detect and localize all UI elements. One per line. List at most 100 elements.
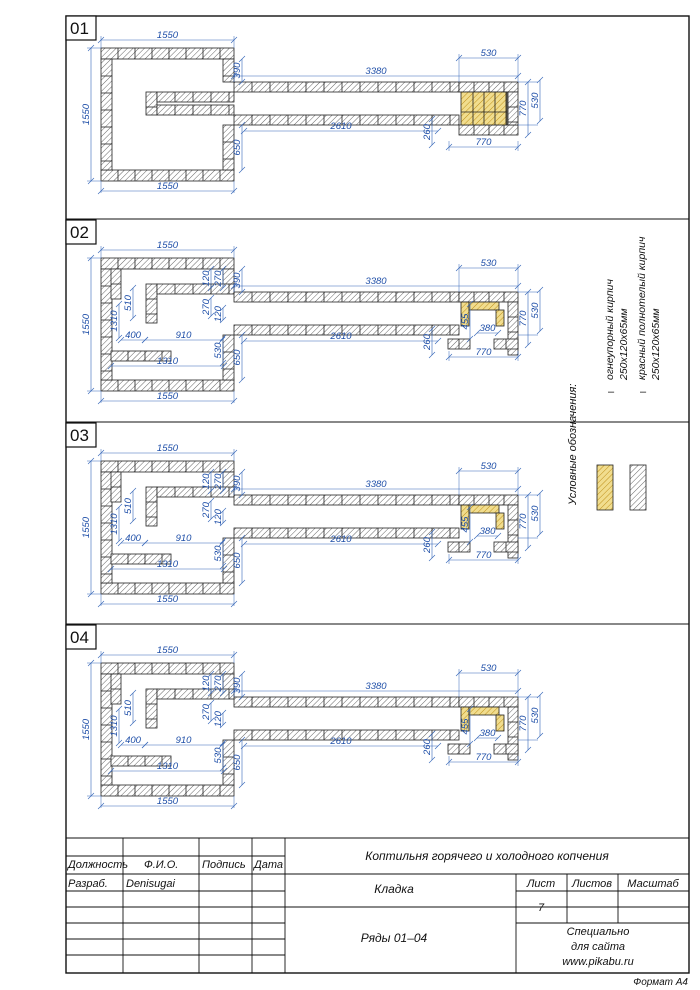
dimension-label: 120 [201, 473, 212, 490]
dimension-label: 120 [213, 508, 224, 525]
format-label: Формат А4 [633, 977, 688, 988]
dimension-tick [428, 141, 436, 149]
dimension-tick [473, 734, 481, 742]
drawing-frame [65, 15, 690, 974]
dimension-tick [230, 600, 238, 608]
dimension-label: 650 [232, 349, 243, 366]
dimension-label: 120 [201, 270, 212, 287]
dimension-tick [514, 556, 522, 564]
brick-wall [222, 58, 235, 83]
dimension-tick [97, 36, 105, 44]
dimension-tick [207, 468, 215, 476]
dimension-tick [434, 540, 442, 548]
dimension-label: 650 [232, 139, 243, 156]
dimension-tick [524, 491, 532, 499]
dimension-tick [445, 143, 453, 151]
dimension-tick [87, 590, 95, 598]
brick-wall [507, 301, 519, 356]
list-label: Лист [526, 878, 555, 890]
dimension-tick [141, 539, 149, 547]
dimension-label: 530 [530, 505, 541, 522]
brick-wall [458, 124, 519, 136]
dimension-tick [230, 687, 238, 695]
scale-label: Масштаб [627, 878, 679, 890]
dimension-tick [434, 742, 442, 750]
dimension-tick [115, 300, 123, 308]
dimension-label: 270 [201, 501, 212, 519]
dimension-tick [455, 54, 463, 62]
dimension-label: 510 [123, 497, 134, 514]
dimension-label: 770 [476, 347, 493, 358]
row-label-03: 03 [65, 422, 97, 448]
legend-red-name: красный полнотелый кирпич [636, 236, 648, 380]
brick-wall [100, 257, 235, 270]
dimension-tick [473, 532, 481, 540]
dimension-tick [230, 449, 238, 457]
dimension-tick [238, 78, 246, 86]
brick-wall [110, 755, 172, 767]
dimension-label: 380 [480, 728, 497, 739]
dimension-tick [141, 336, 149, 344]
dimension-tick [238, 288, 246, 296]
dimension-tick [219, 507, 227, 515]
dimension-tick [428, 351, 436, 359]
dimension-tick [514, 264, 522, 272]
dimension-label: 530 [481, 48, 498, 59]
dimension-tick [494, 329, 502, 337]
brick-wall [100, 169, 235, 182]
dimension-label: 455 [460, 313, 471, 330]
sheet-title: Кладка [374, 882, 414, 896]
dimension-tick [115, 739, 123, 747]
dimension-tick [87, 659, 95, 667]
legend-red-brick-swatch [629, 464, 647, 511]
row-number: 03 [70, 426, 89, 445]
dimension-tick [536, 732, 544, 740]
dimension-tick [107, 565, 115, 573]
dimension-tick [219, 316, 227, 324]
dimension-label: 1310 [157, 356, 179, 367]
dimension-tick [238, 781, 246, 789]
dimension-tick [445, 758, 453, 766]
dimension-tick [230, 282, 238, 290]
dimension-label: 455 [460, 718, 471, 735]
dimension-tick [536, 117, 544, 125]
dimension-label: 910 [176, 330, 193, 341]
dimension-label: 530 [530, 92, 541, 109]
legend-fire-name: огнеупорный кирпич [604, 278, 616, 380]
fireclay-lining [460, 706, 470, 732]
row-plan-02: 1550155015503380261053077077053039065026… [81, 240, 544, 405]
dimension-tick [230, 36, 238, 44]
brick-wall [458, 696, 519, 708]
dimension-label: 3380 [365, 681, 387, 692]
project-title: Коптильня горячего и холодного копчения [365, 849, 609, 863]
dimension-tick [428, 756, 436, 764]
dimension-tick [207, 717, 215, 725]
dimension-tick [494, 532, 502, 540]
dimension-label: 270 [201, 298, 212, 316]
dimension-tick [107, 362, 115, 370]
dimension-tick [219, 519, 227, 527]
dimension-tick [219, 359, 227, 367]
dimension-tick [238, 121, 246, 129]
brick-wall [156, 91, 235, 103]
brick-wall [100, 379, 235, 392]
dimension-label: 2610 [329, 121, 352, 132]
brick-wall [233, 494, 460, 506]
legend-red-size: 250х120х65мм [650, 308, 662, 381]
dimension-label: 530 [213, 545, 224, 562]
dimension-label: 530 [481, 461, 498, 472]
dimension-label: 2610 [329, 331, 352, 342]
dimension-label: 510 [123, 699, 134, 716]
dimension-tick [129, 517, 137, 525]
dimension-tick [107, 767, 115, 775]
dimension-tick [514, 353, 522, 361]
dimension-label: 260 [422, 333, 433, 351]
dimension-label: 510 [123, 294, 134, 311]
dimension-tick [466, 300, 474, 308]
dimension-label: 270 [213, 473, 224, 491]
dimension-tick [97, 600, 105, 608]
dimension-tick [238, 468, 246, 476]
dimension-tick [230, 72, 238, 80]
dimension-tick [219, 721, 227, 729]
